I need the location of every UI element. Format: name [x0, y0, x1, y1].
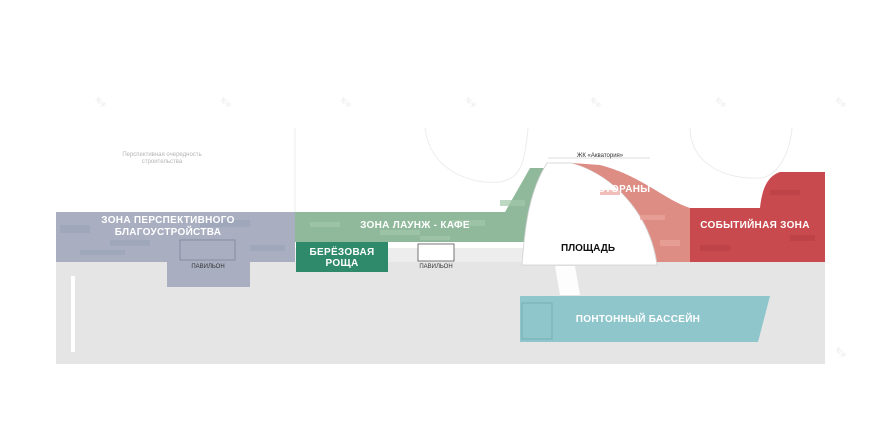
square-connector: [555, 266, 580, 295]
future-construction-label: Перспективная очередность: [122, 152, 201, 158]
svg-text:知乎: 知乎: [714, 96, 728, 110]
zone-square-label: ПЛОЩАДЬ: [561, 243, 615, 254]
zone-lounge-cafe[interactable]: [295, 168, 547, 242]
pavilion-label-1: ПАВИЛЬОН: [191, 264, 224, 270]
pavilion-2[interactable]: [417, 243, 455, 262]
zone-birch-label: БЕРЁЗОВАЯ: [310, 245, 375, 258]
svg-text:知乎: 知乎: [464, 96, 478, 110]
zone-perspective-label: ЗОНА ПЕРСПЕКТИВНОГО: [101, 215, 234, 226]
svg-text:知乎: 知乎: [339, 96, 353, 110]
zone-square[interactable]: [521, 162, 658, 266]
svg-text:知乎: 知乎: [94, 96, 108, 110]
future-construction-label-2: строительства: [142, 159, 183, 165]
svg-text:知乎: 知乎: [589, 96, 603, 110]
svg-text:知乎: 知乎: [834, 96, 848, 110]
svg-text:知乎: 知乎: [834, 346, 848, 360]
pavilion-label-2: ПАВИЛЬОН: [419, 264, 452, 270]
zone-lounge-label: ЗОНА ЛАУНЖ - КАФЕ: [360, 220, 470, 231]
zone-events-label: СОБЫТИЙНАЯ ЗОНА: [700, 218, 809, 231]
zone-events[interactable]: [690, 172, 825, 262]
zone-pool-label: ПОНТОННЫЙ БАССЕЙН: [576, 312, 700, 325]
zone-perspective[interactable]: [56, 212, 295, 287]
akvatoria-label: ЖК «Акватория»: [577, 153, 624, 159]
zone-perspective-label-2: БЛАГОУСТРОЙСТВА: [115, 225, 222, 238]
context-linework: [294, 127, 793, 212]
zone-pontoon-pool[interactable]: [520, 296, 770, 342]
pier-line: [71, 276, 75, 352]
svg-text:知乎: 知乎: [219, 96, 233, 110]
zone-birch-grove[interactable]: [296, 242, 388, 272]
zone-restaurants[interactable]: [572, 163, 690, 262]
zone-birch-label-2: РОЩА: [326, 258, 359, 269]
zone-restaurants-label: РЕСТОРАНЫ: [584, 184, 651, 195]
